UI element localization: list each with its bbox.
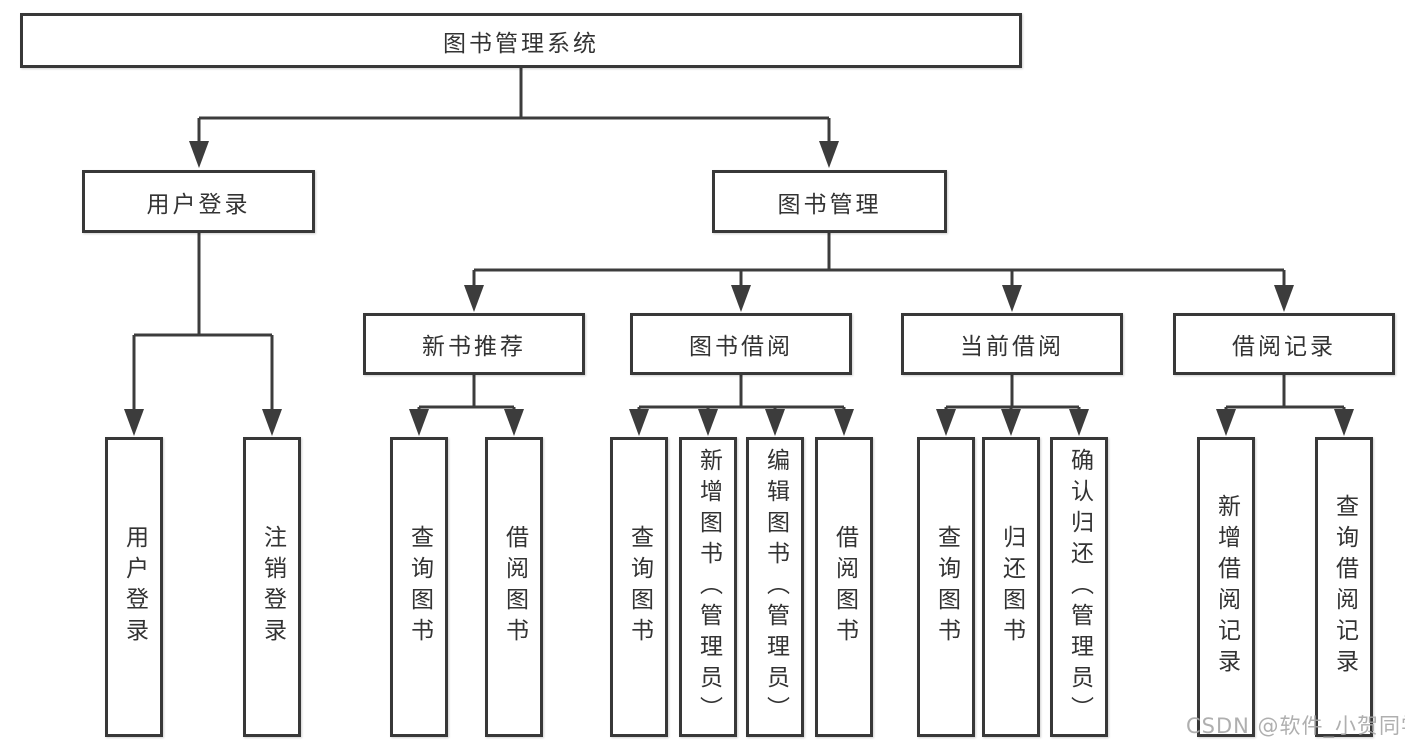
leaf-add-book-admin: 新增图书（管理员） xyxy=(679,437,737,737)
leaf-user-login: 用户登录 xyxy=(105,437,163,737)
csdn-watermark: CSDN @软件_小贺同学 xyxy=(1186,714,1405,738)
leaf-search-book-current: 查询图书 xyxy=(917,437,975,737)
leaf-search-borrow-record: 查询借阅记录 xyxy=(1315,437,1373,737)
leaf-edit-book-admin: 编辑图书（管理员） xyxy=(746,437,804,737)
node-user-login: 用户登录 xyxy=(82,170,315,233)
node-new-book-recommend: 新书推荐 xyxy=(363,313,585,375)
leaf-return-book: 归还图书 xyxy=(982,437,1040,737)
leaf-borrow-book-recommend: 借阅图书 xyxy=(485,437,543,737)
arrowheads xyxy=(124,141,1354,436)
leaf-confirm-return-admin: 确认归还（管理员） xyxy=(1050,437,1108,737)
leaf-add-borrow-record: 新增借阅记录 xyxy=(1197,437,1255,737)
leaf-logout: 注销登录 xyxy=(243,437,301,737)
leaf-search-book-recommend: 查询图书 xyxy=(390,437,448,737)
leaf-borrow-book: 借阅图书 xyxy=(815,437,873,737)
node-borrow-records: 借阅记录 xyxy=(1173,313,1395,375)
node-current-borrowing: 当前借阅 xyxy=(901,313,1123,375)
node-book-borrowing: 图书借阅 xyxy=(630,313,852,375)
node-book-management: 图书管理 xyxy=(712,170,947,233)
node-root-system: 图书管理系统 xyxy=(20,13,1022,68)
leaf-search-book-borrowing: 查询图书 xyxy=(610,437,668,737)
